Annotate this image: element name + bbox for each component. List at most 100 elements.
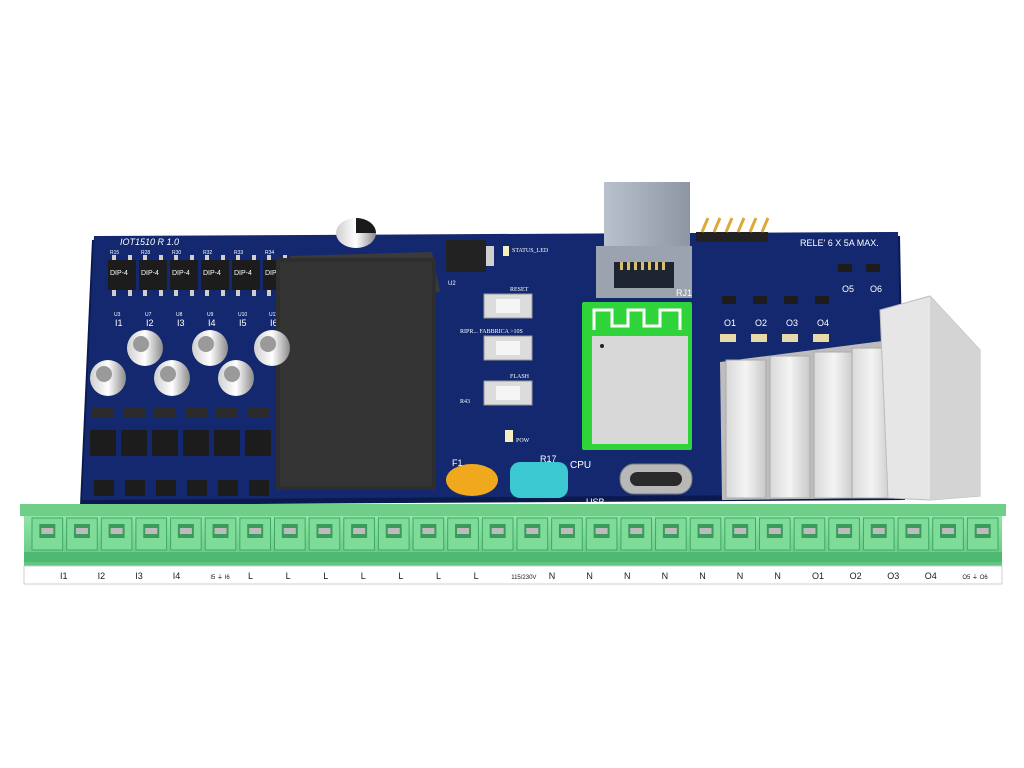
terminal-screw[interactable]	[170, 517, 202, 551]
terminal-label: I4	[173, 571, 181, 581]
terminal-screw[interactable]	[343, 517, 375, 551]
relay-bank	[720, 295, 981, 501]
led	[751, 334, 767, 342]
terminal-label: N	[624, 571, 631, 581]
terminal-screw[interactable]	[204, 517, 237, 551]
terminal-screw[interactable]	[793, 517, 826, 551]
resistor-label: R33	[234, 250, 243, 256]
status-led	[503, 246, 509, 256]
terminal-screw[interactable]	[551, 517, 583, 551]
terminal-label: L	[248, 571, 253, 581]
output-label: O5	[842, 284, 854, 294]
factory-reset-button[interactable]	[483, 335, 533, 361]
bridge-rectifier	[245, 408, 271, 496]
rj-connector[interactable]	[596, 182, 692, 298]
factory-reset-label: RIPR... FABBRICA >10S	[460, 329, 523, 335]
terminal-screw[interactable]	[516, 517, 549, 551]
transistor	[753, 296, 767, 304]
terminal-screw[interactable]	[897, 517, 930, 551]
terminal-screw[interactable]	[585, 517, 618, 551]
led	[720, 334, 736, 342]
terminal-screw[interactable]	[966, 517, 999, 551]
dip4-label: DIP-4	[141, 270, 159, 277]
terminal-label: 115/230V	[511, 575, 536, 581]
bridge-rectifiers	[90, 408, 271, 496]
led	[782, 334, 798, 342]
input-label: I4	[208, 318, 216, 328]
resistor-label: R15	[110, 250, 119, 256]
smd-capacitor	[90, 360, 126, 396]
led	[813, 334, 829, 342]
terminal-label: N	[586, 571, 593, 581]
svg-text:R43: R43	[460, 399, 470, 405]
terminal-screw[interactable]	[655, 517, 687, 551]
terminal-label: I5 ⏚ I6	[210, 574, 230, 581]
usb-label: USB	[586, 497, 605, 507]
terminal-screw[interactable]	[100, 517, 133, 551]
terminal-label: N	[662, 571, 669, 581]
terminal-screw[interactable]	[481, 517, 514, 551]
smd-capacitor	[192, 330, 228, 366]
dip4-label: DIP-4	[203, 270, 221, 277]
terminal-label: I2	[98, 571, 106, 581]
voltage-regulator-u2: U2	[446, 240, 494, 287]
bridge-rectifier	[152, 408, 178, 496]
terminal-screw[interactable]	[447, 517, 479, 551]
terminal-screw[interactable]	[689, 517, 722, 551]
terminal-screw[interactable]	[239, 517, 272, 551]
input-label: I3	[177, 318, 185, 328]
terminal-label: L	[474, 571, 479, 581]
terminal-screw[interactable]	[620, 517, 653, 551]
resistor-label: R32	[203, 250, 212, 256]
terminal-screw[interactable]	[135, 517, 168, 551]
bridge-rectifier	[121, 408, 147, 496]
usb-connector[interactable]	[619, 463, 693, 495]
power-led	[505, 430, 513, 442]
terminal-screw[interactable]	[377, 517, 410, 551]
smd-components	[720, 264, 880, 342]
dip4-label: DIP-4	[172, 270, 190, 277]
smd-capacitor	[218, 360, 254, 396]
terminal-screw[interactable]	[828, 517, 860, 551]
terminal-label: N	[549, 571, 556, 581]
terminal-label: N	[737, 571, 744, 581]
wifi-module	[582, 302, 692, 450]
svg-text:F1: F1	[452, 458, 463, 468]
input-label: I6	[270, 318, 278, 328]
chip-designator: U10	[238, 312, 247, 318]
terminal-screw[interactable]	[932, 517, 964, 551]
terminal-screw[interactable]	[308, 517, 341, 551]
terminal-label: L	[323, 571, 328, 581]
input-label: I2	[146, 318, 154, 328]
flash-button[interactable]	[483, 380, 533, 406]
terminal-screw[interactable]	[66, 517, 98, 551]
chip-designator: U3	[114, 312, 121, 318]
dip4-label: DIP-4	[265, 270, 283, 277]
pin-header	[696, 217, 770, 242]
reset-button[interactable]	[483, 293, 533, 319]
terminal-screw[interactable]	[862, 517, 895, 551]
terminal-label: L	[286, 571, 291, 581]
terminal-screw[interactable]	[412, 517, 445, 551]
terminal-label: I1	[60, 571, 68, 581]
terminal-screw[interactable]	[724, 517, 756, 551]
transistor	[784, 296, 798, 304]
status-led-label: STATUS_LED	[512, 248, 549, 254]
input-capacitors	[90, 330, 290, 396]
chip-designator: U7	[145, 312, 152, 318]
resistor-label: R28	[141, 250, 150, 256]
terminal-screw[interactable]	[274, 517, 306, 551]
terminal-blocks	[31, 517, 999, 551]
terminal-screw[interactable]	[31, 517, 64, 551]
board-title: IOT1510 R 1.0	[120, 237, 179, 247]
terminal-screw[interactable]	[759, 517, 791, 551]
svg-text:U2: U2	[448, 281, 456, 287]
resistor-label: R34	[265, 250, 274, 256]
output-label: O3	[786, 318, 798, 328]
output-label: O4	[817, 318, 829, 328]
input-label: I1	[115, 318, 123, 328]
